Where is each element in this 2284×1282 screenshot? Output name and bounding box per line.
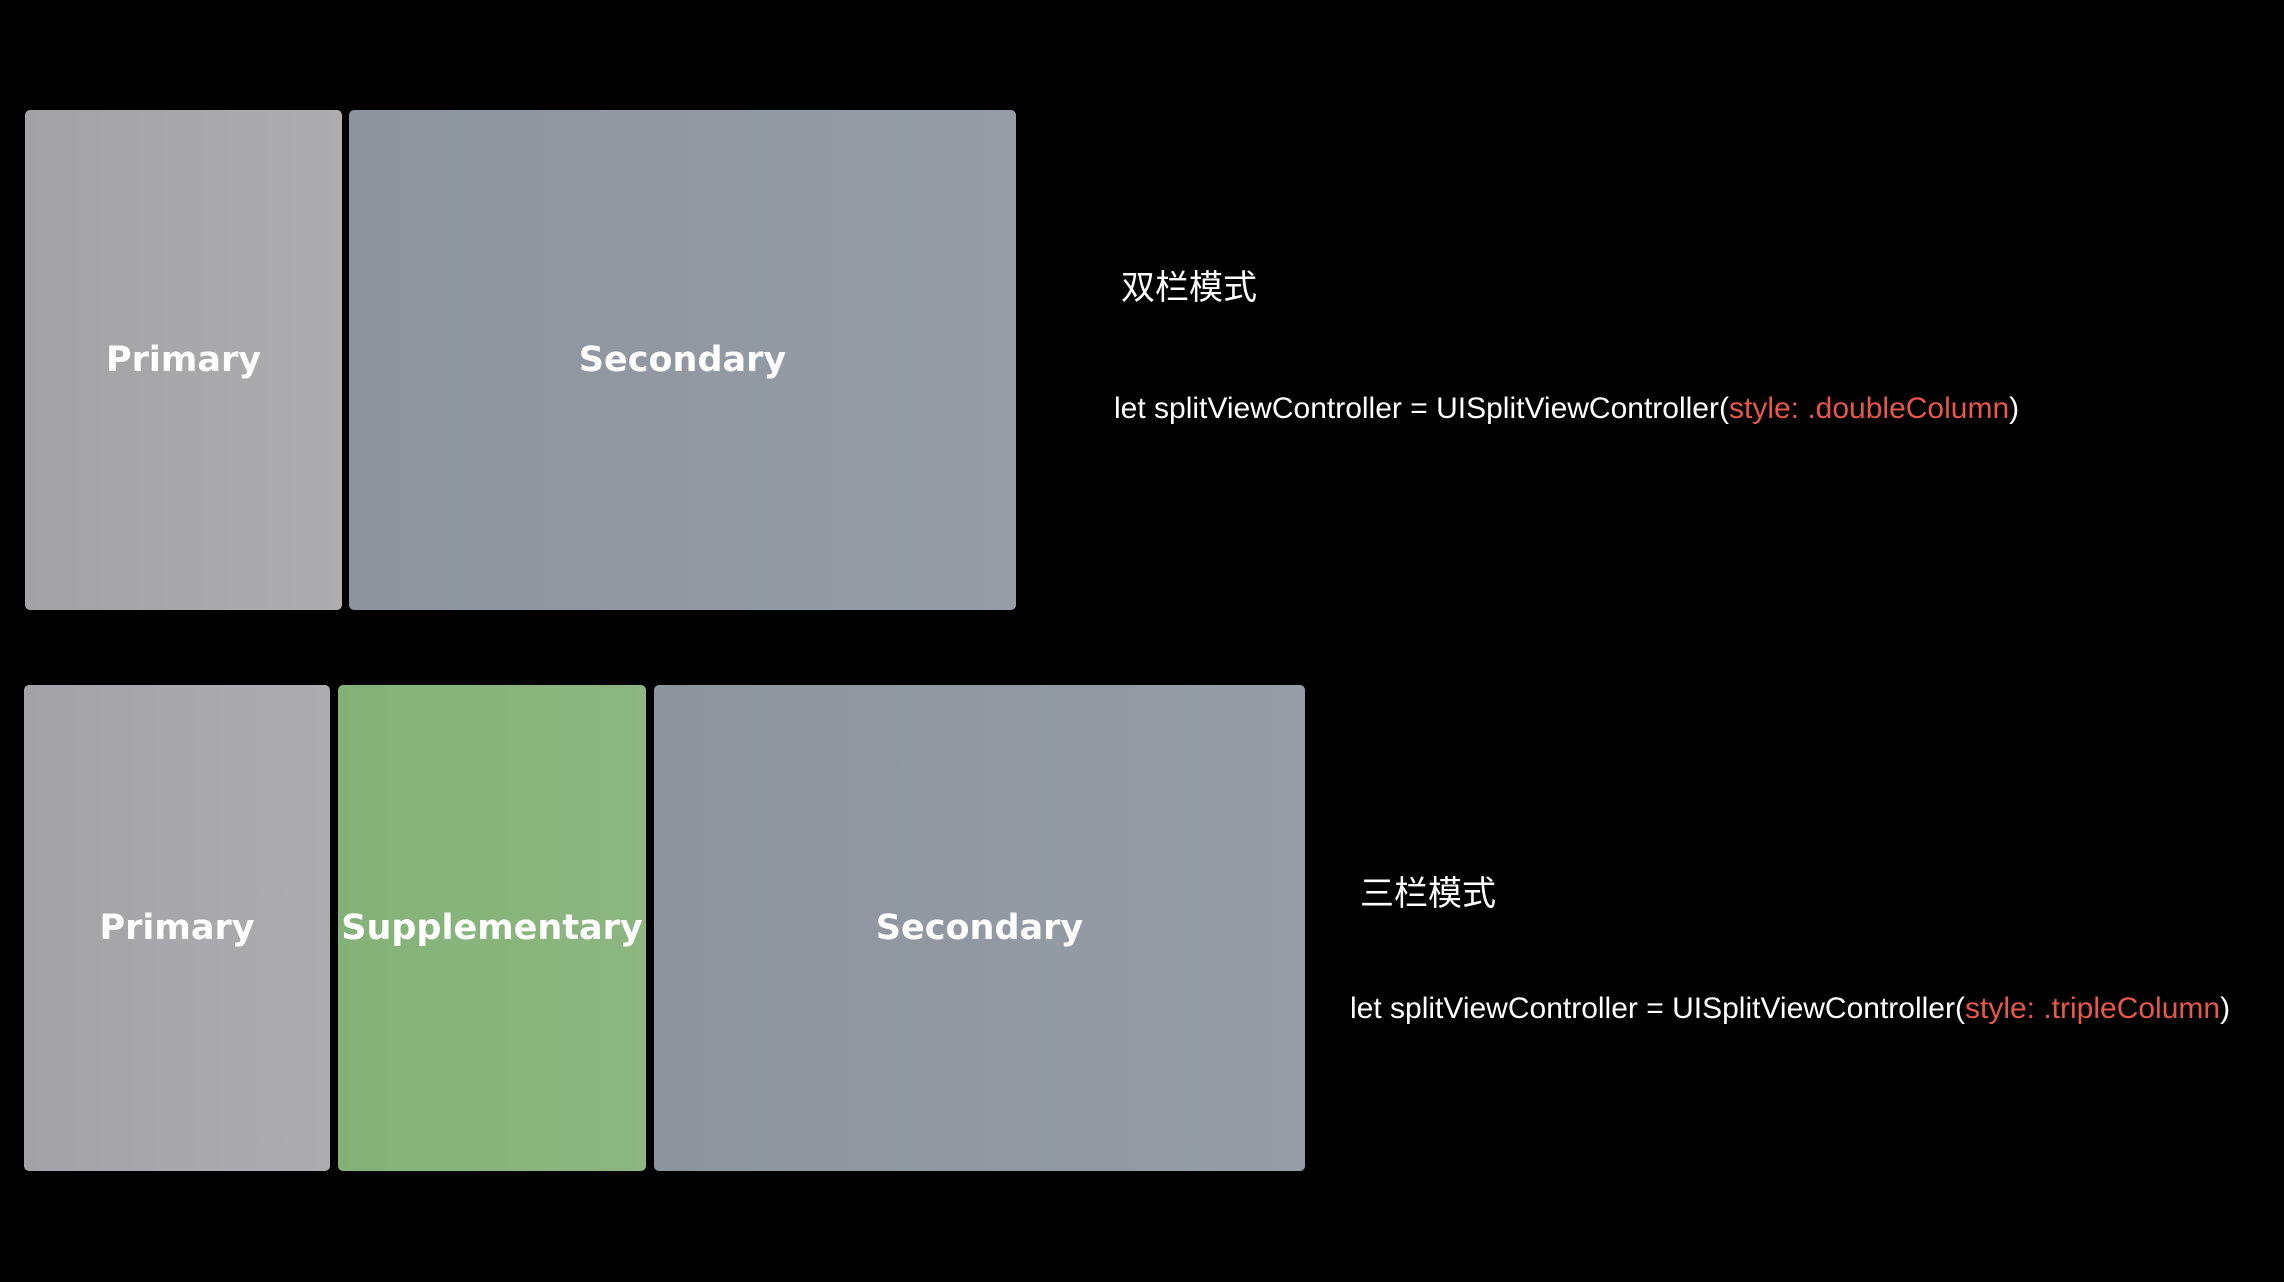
double-column-title: 双栏模式 <box>1121 268 1257 308</box>
double-code-suffix: ) <box>2009 392 2020 425</box>
double-code-prefix: let splitViewController = UISplitViewCon… <box>1114 392 1729 425</box>
triple-supplementary-label: Supplementary <box>341 908 643 948</box>
triple-code-prefix: let splitViewController = UISplitViewCon… <box>1350 992 1965 1025</box>
double-code-argument: style: .doubleColumn <box>1728 392 2010 425</box>
triple-supplementary-pane: Supplementary <box>338 685 646 1171</box>
triple-code-suffix: ) <box>2220 992 2231 1025</box>
triple-primary-pane: Primary <box>24 685 330 1171</box>
double-primary-pane: Primary <box>25 110 342 610</box>
triple-secondary-label: Secondary <box>875 908 1084 948</box>
triple-code-argument: style: .tripleColumn <box>1964 992 2221 1025</box>
double-secondary-label: Secondary <box>578 340 787 380</box>
double-secondary-pane: Secondary <box>349 110 1016 610</box>
triple-column-title: 三栏模式 <box>1360 874 1496 914</box>
triple-primary-label: Primary <box>99 908 255 948</box>
triple-secondary-pane: Secondary <box>654 685 1305 1171</box>
triple-column-code: let splitViewController = UISplitViewCon… <box>1350 992 2230 1026</box>
double-primary-label: Primary <box>105 340 262 380</box>
double-column-code: let splitViewController = UISplitViewCon… <box>1114 392 2019 426</box>
